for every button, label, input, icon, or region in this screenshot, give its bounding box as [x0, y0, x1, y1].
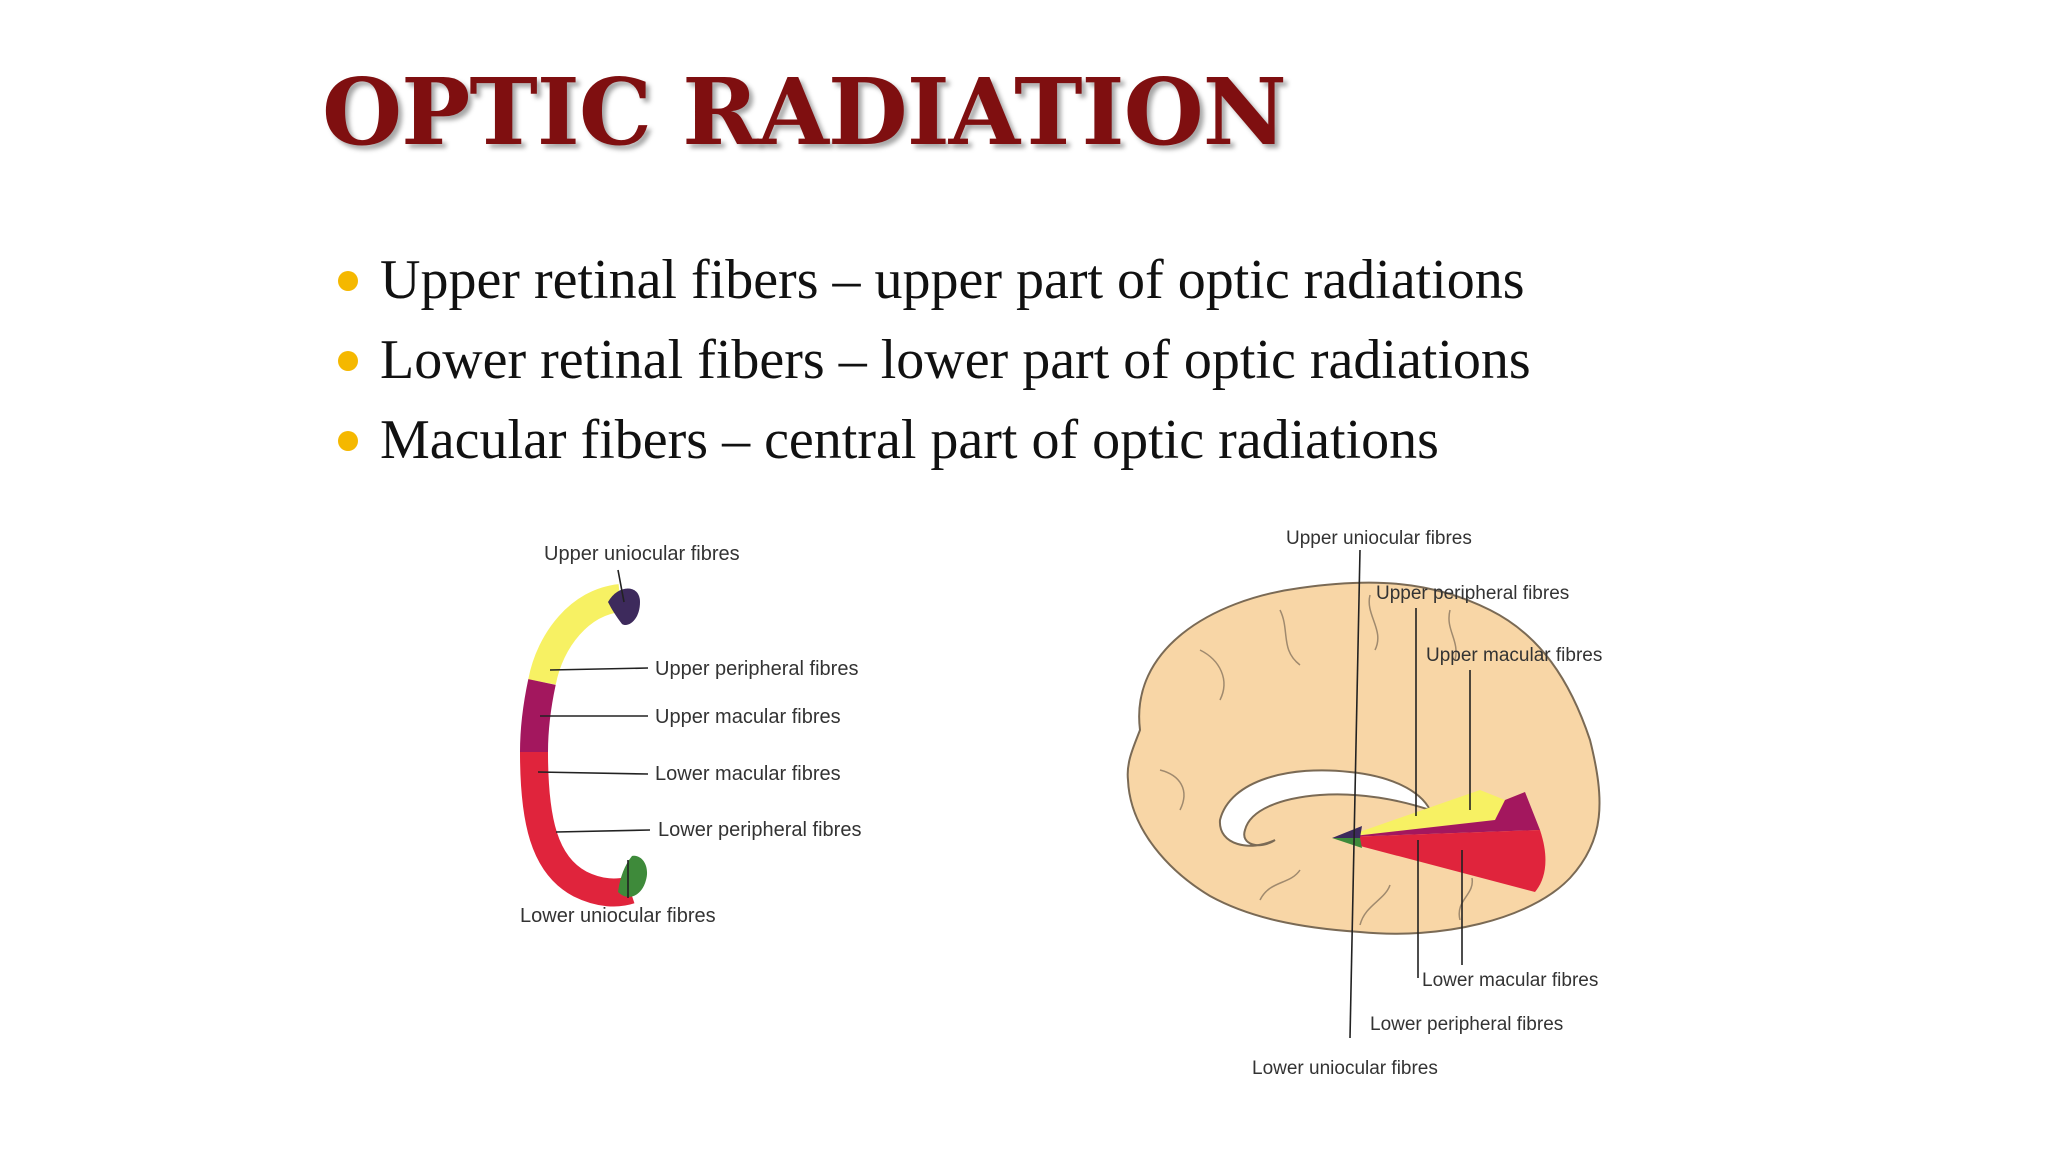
upper-uniocular-cap [608, 588, 640, 626]
bullet-list: Upper retinal fibers – upper part of opt… [338, 240, 1531, 480]
lower-uniocular-cap [618, 855, 648, 897]
bullet-dot-icon [338, 351, 358, 371]
label-upper-peripheral: Upper peripheral fibres [1376, 583, 1569, 604]
macular-fan [1345, 792, 1540, 837]
lower-fibres-segment [520, 751, 635, 907]
upper-peripheral-fan [1345, 790, 1505, 837]
label-upper-macular: Upper macular fibres [1426, 645, 1602, 666]
label-upper-uniocular: Upper uniocular fibres [544, 543, 740, 565]
bullet-item: Lower retinal fibers – lower part of opt… [338, 320, 1531, 400]
bullet-text: Lower retinal fibers – lower part of opt… [380, 329, 1531, 391]
bullet-text: Macular fibers – central part of optic r… [380, 409, 1439, 471]
label-upper-macular: Upper macular fibres [655, 706, 841, 728]
fibre-arc-diagram: Upper uniocular fibres Upper peripheral … [520, 543, 861, 927]
slide-title: OPTIC RADIATION [322, 58, 1287, 166]
upper-macular-segment [520, 679, 556, 753]
label-lower-uniocular: Lower uniocular fibres [1252, 1058, 1438, 1079]
label-lower-macular: Lower macular fibres [655, 763, 841, 785]
bullet-text: Upper retinal fibers – upper part of opt… [380, 249, 1525, 311]
bullet-item: Macular fibers – central part of optic r… [338, 400, 1531, 480]
label-lower-peripheral: Lower peripheral fibres [658, 819, 861, 841]
upper-peripheral-segment [528, 584, 623, 686]
bullet-item: Upper retinal fibers – upper part of opt… [338, 240, 1531, 320]
bullet-dot-icon [338, 431, 358, 451]
label-lower-macular: Lower macular fibres [1422, 970, 1598, 991]
bullet-dot-icon [338, 271, 358, 291]
brain-radiation-diagram: Upper uniocular fibres Upper peripheral … [1126, 528, 1602, 1079]
label-lower-uniocular: Lower uniocular fibres [520, 905, 716, 927]
label-lower-peripheral: Lower peripheral fibres [1370, 1014, 1563, 1035]
label-upper-peripheral: Upper peripheral fibres [655, 658, 858, 680]
corpus-callosum [1218, 769, 1432, 847]
lower-fan [1345, 830, 1546, 892]
label-upper-uniocular: Upper uniocular fibres [1286, 528, 1472, 549]
